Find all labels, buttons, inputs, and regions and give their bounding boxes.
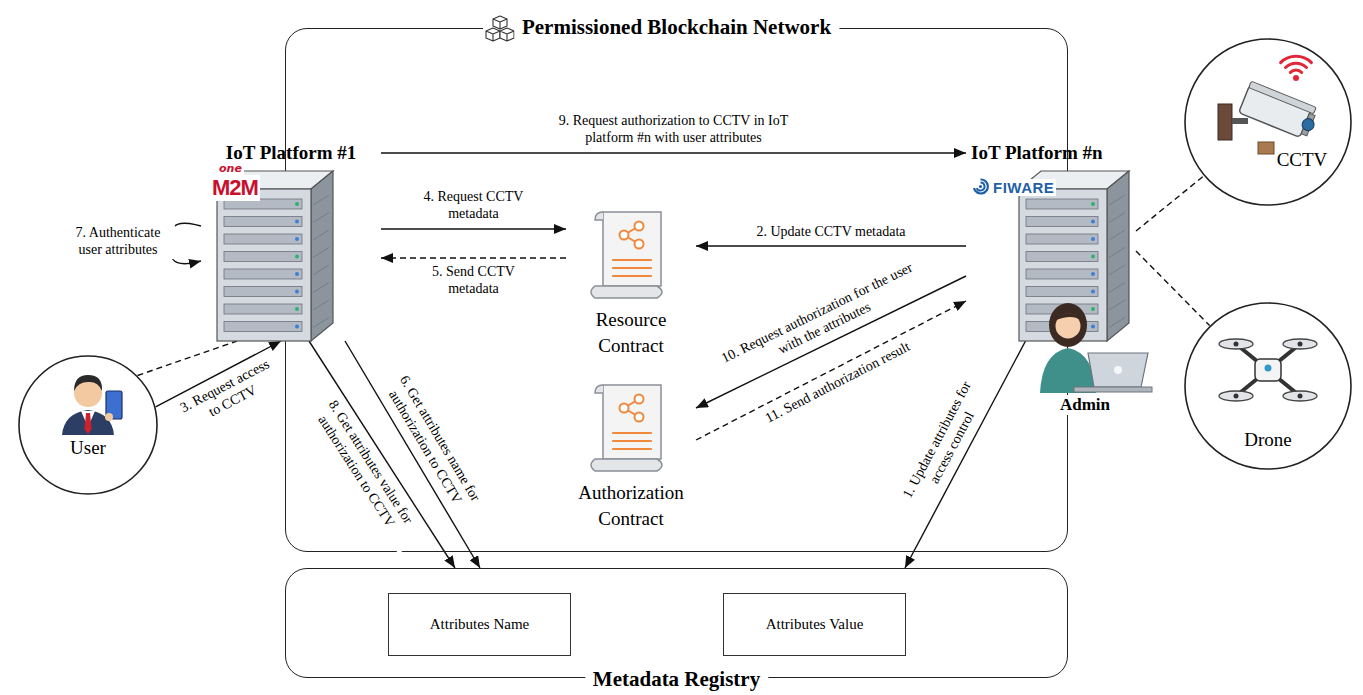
step-label: 3. Request access to CCTV (175, 355, 283, 433)
node-label: Resource Contract (566, 307, 696, 358)
step-label: 10. Request authorization for the user w… (715, 258, 927, 384)
arrow-connector (905, 341, 1026, 568)
dashed-connector (381, 257, 566, 258)
fiware-logo-icon (972, 178, 989, 195)
step-label: 8. Get attributes value for authorizatio… (299, 380, 427, 553)
group-frame: Metadata RegistryAttributes NameAttribut… (285, 568, 1068, 678)
registry-box: Attributes Name (388, 593, 571, 656)
step-label: 1. Update attributes for access control (896, 372, 993, 515)
step-label: 7. Authenticate user attributes (61, 225, 175, 259)
arrow-connector (381, 228, 566, 229)
entity-circle: User (18, 355, 158, 495)
registry-box: Attributes Value (723, 593, 906, 656)
arrow-connector (696, 276, 966, 408)
node-label: Drone (1244, 429, 1291, 451)
arrow-connector (696, 245, 966, 246)
arrow-connector (345, 341, 480, 568)
step-label: 4. Request CCTV metadata (417, 189, 531, 223)
step-label: 9. Request authorization to CCTV in IoT … (547, 113, 801, 147)
node-heading: Permissioned Blockchain Network (514, 15, 839, 39)
dashed-connector (1136, 176, 1204, 231)
role-label: Admin (1058, 395, 1112, 415)
node-label: Attributes Name (430, 616, 530, 633)
node-heading: IoT Platform #1 (226, 141, 357, 164)
step-label: 11. Send authorization result (761, 338, 915, 428)
arrow-connector (309, 341, 455, 568)
cctv-picture (1184, 38, 1352, 206)
node-heading: Metadata Registry (585, 667, 768, 691)
group-frame: Permissioned Blockchain NetworkIoT Platf… (285, 28, 1068, 552)
arrow-connector (156, 341, 281, 407)
smart-contract: Authorization Contract (566, 379, 696, 537)
step-label: 6. Get attributes name for authorization… (371, 355, 494, 530)
arrow-connector (168, 223, 201, 264)
user-picture (18, 355, 158, 495)
node-label: Authorization Contract (566, 480, 696, 531)
node-label: CCTV (1277, 149, 1328, 171)
node-heading: IoT Platform #n (971, 141, 1103, 164)
dashed-connector (696, 301, 966, 440)
server-icon (217, 171, 333, 341)
step-label: 2. Update CCTV metadata (754, 223, 907, 240)
entity-circle: Drone (1184, 302, 1352, 470)
step-label: 5. Send CCTV metadata (417, 264, 531, 298)
dashed-connector (137, 341, 237, 376)
platform-server: IoT Platform #n (966, 141, 1136, 341)
smart-contract: Resource Contract (566, 206, 696, 356)
dashed-connector (1136, 251, 1210, 326)
contract-scroll-icon (591, 379, 671, 474)
entity-circle: CCTV (1184, 38, 1352, 206)
node-label: Attributes Value (766, 616, 864, 633)
blockchain-icon (483, 14, 517, 42)
admin-figure (1028, 301, 1153, 393)
contract-scroll-icon (591, 206, 671, 301)
node-label: User (70, 437, 106, 459)
arrow-connector (381, 152, 966, 153)
platform-server: IoT Platform #1 (201, 141, 381, 341)
